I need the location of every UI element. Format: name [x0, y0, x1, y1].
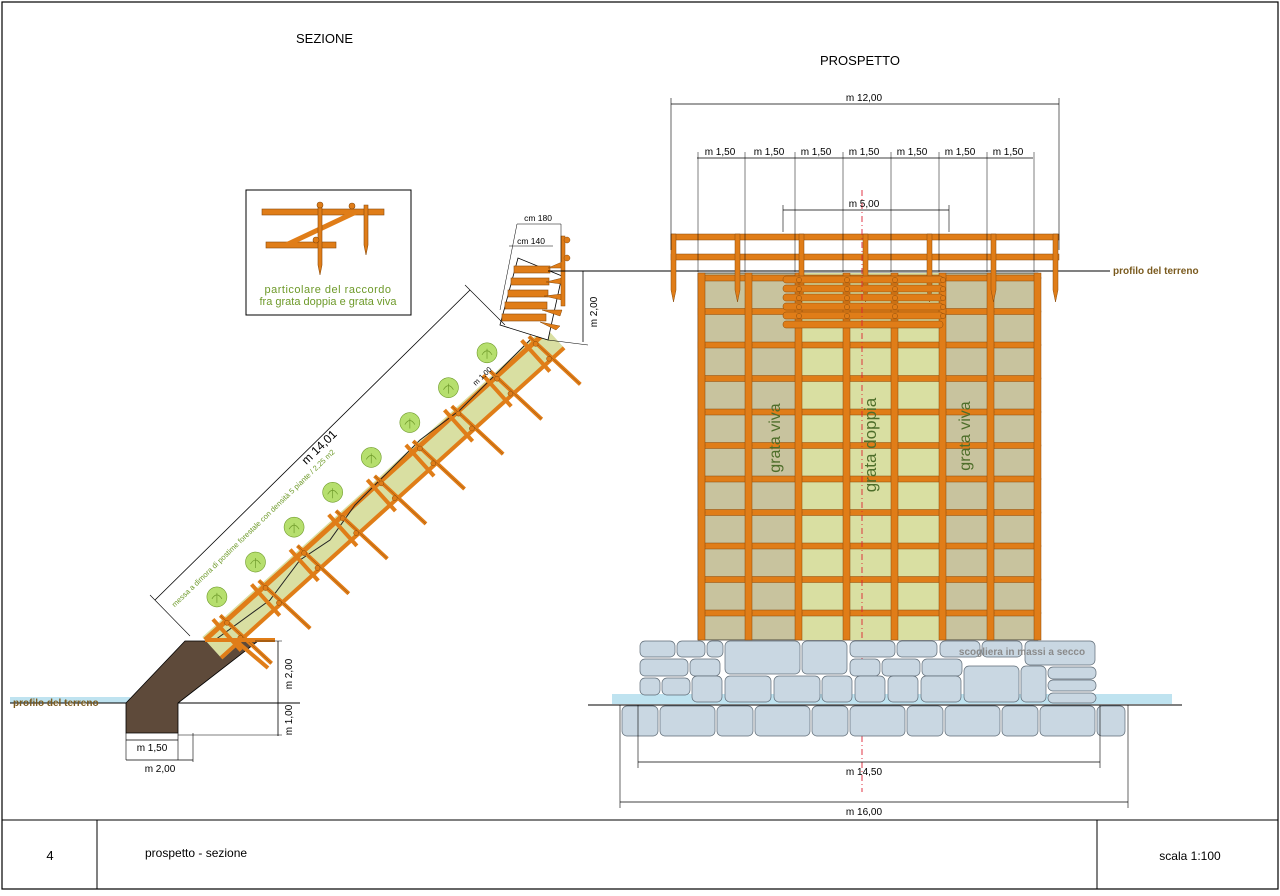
section-dim-top-h: m 2,00: [589, 296, 600, 327]
elevation-title: PROSPETTO: [820, 53, 900, 68]
top-block: [499, 235, 1110, 341]
center-log-block: [782, 275, 946, 329]
dim-span-1: m 1,50: [705, 147, 736, 158]
elevation-grid: [697, 272, 1042, 641]
detail-box: particolare del raccordo fra grata doppi…: [245, 189, 412, 316]
label-grata-viva-left: grata viva: [767, 403, 784, 472]
section-ground-label: profilo del terreno: [13, 698, 99, 709]
sheet-scale: scala 1:100: [1159, 849, 1221, 863]
dim-base-2: m 16,00: [846, 807, 883, 818]
elevation-ground-label: profilo del terreno: [1113, 266, 1199, 277]
label-grata-viva-right: grata viva: [957, 401, 974, 470]
dim-total: m 12,00: [846, 93, 883, 104]
rock-scogliera: [621, 640, 1126, 737]
rock-label: scogliera in massi a secco: [959, 647, 1085, 658]
dim-span-ticks: [697, 152, 1035, 272]
section-dim-cm140: cm 140: [517, 236, 545, 246]
soil-fill: [125, 640, 260, 734]
dim-span-2: m 1,50: [754, 147, 785, 158]
section-dim-base2: m 2,00: [145, 764, 176, 775]
label-grata-doppia: grata doppia: [861, 397, 880, 492]
title-block: 4 prospetto - sezione scala 1:100: [2, 819, 1278, 889]
sheet-number: 4: [46, 848, 53, 863]
dim-base-1: m 14,50: [846, 767, 883, 778]
section-title: SEZIONE: [296, 31, 353, 46]
section-dim-base1: m 1,50: [137, 743, 168, 754]
section-dim-cm180: cm 180: [524, 213, 552, 223]
detail-caption-2: fra grata doppia e grata viva: [260, 296, 398, 308]
detail-caption-1: particolare del raccordo: [265, 284, 392, 296]
inclined-grid: [202, 307, 582, 670]
dim-center: m 5,00: [849, 199, 880, 210]
section-dim-depth2: m 1,00: [284, 704, 295, 735]
section-water-band: [10, 697, 130, 703]
sheet-description: prospetto - sezione: [145, 846, 247, 860]
dim-span-4: m 1,50: [849, 147, 880, 158]
dim-span-7: m 1,50: [993, 147, 1024, 158]
dim-span-6: m 1,50: [945, 147, 976, 158]
dim-span-3: m 1,50: [801, 147, 832, 158]
elevation-drawing: grata viva grata doppia grata viva scogl…: [588, 93, 1199, 818]
dim-span-5: m 1,50: [897, 147, 928, 158]
section-dim-depth1: m 2,00: [284, 658, 295, 689]
